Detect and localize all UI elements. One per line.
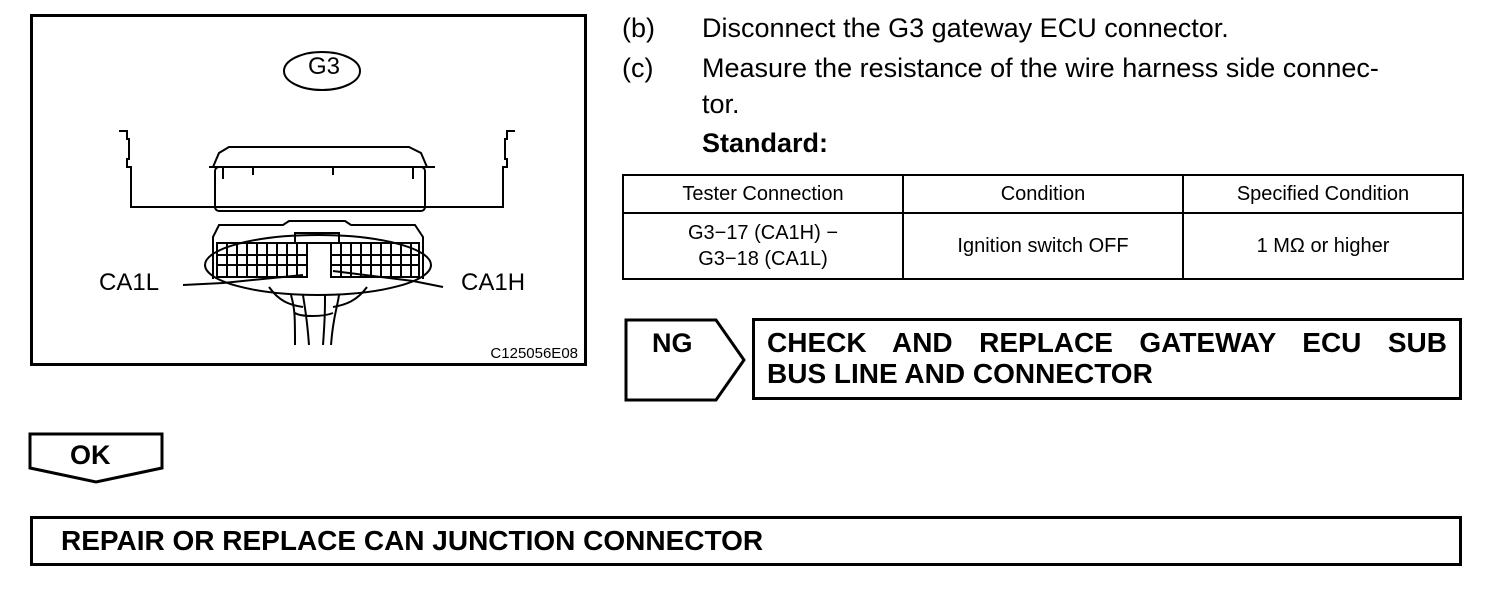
pin-label-ca1l: CA1L — [99, 269, 160, 296]
cell-condition: Ignition switch OFF — [902, 212, 1184, 280]
ecu-housing — [119, 130, 515, 208]
ecu-socket-top — [212, 146, 428, 168]
step-text: Disconnect the G3 gateway ECU connector. — [702, 13, 1229, 43]
ca1h-pointer — [332, 270, 444, 288]
connector-diagram — [119, 51, 515, 346]
ng-arrow-shape — [624, 318, 746, 402]
ok-arrow-shape — [28, 432, 164, 484]
header-tester-connection: Tester Connection — [622, 174, 904, 214]
pin-label-ca1h: CA1H — [461, 269, 526, 296]
ng-action-line2: BUS LINE AND CONNECTOR — [767, 358, 1153, 389]
wire-bundle — [290, 294, 340, 346]
ca1l-pointer — [182, 274, 304, 286]
step-text-line2: tor. — [702, 89, 740, 119]
table-header-row: Tester Connection Condition Specified Co… — [622, 174, 1464, 214]
tester-line-1: G3−17 (CA1H) − — [687, 222, 839, 244]
tester-line-2: G3−18 (CA1L) — [698, 248, 828, 270]
figure-id: C125056E08 — [490, 345, 578, 362]
step-label: (b) — [622, 13, 655, 43]
standard-heading: Standard: — [702, 128, 829, 158]
ecu-socket-body — [214, 166, 426, 212]
cell-tester-connection: G3−17 (CA1H) − G3−18 (CA1L) — [622, 212, 904, 280]
cell-specified-condition: 1 MΩ or higher — [1182, 212, 1464, 280]
step-text: Measure the resistance of the wire harne… — [702, 50, 1467, 122]
ok-label: OK — [70, 440, 111, 470]
pin-highlight-ellipse — [204, 234, 432, 296]
step-text-line1: Measure the resistance of the wire harne… — [702, 53, 1379, 83]
step-label: (c) — [622, 53, 654, 83]
header-condition: Condition — [902, 174, 1184, 214]
ng-action-line1: CHECK AND REPLACE GATEWAY ECU SUB — [767, 327, 1447, 358]
table-row: G3−17 (CA1H) − G3−18 (CA1L) Ignition swi… — [622, 212, 1464, 280]
ng-label: NG — [652, 328, 693, 358]
header-specified-condition: Specified Condition — [1182, 174, 1464, 214]
ng-action-box: CHECK AND REPLACE GATEWAY ECU SUB BUS LI… — [752, 318, 1462, 400]
harness-connector-body — [212, 220, 424, 279]
spec-table: Tester Connection Condition Specified Co… — [622, 174, 1464, 280]
connector-label-g3: G3 — [307, 53, 340, 80]
connector-figure: G3 CA1L CA1H C125056E08 — [30, 14, 587, 366]
final-action-box: REPAIR OR REPLACE CAN JUNCTION CONNECTOR — [30, 516, 1462, 566]
g3-ellipse — [283, 51, 361, 91]
